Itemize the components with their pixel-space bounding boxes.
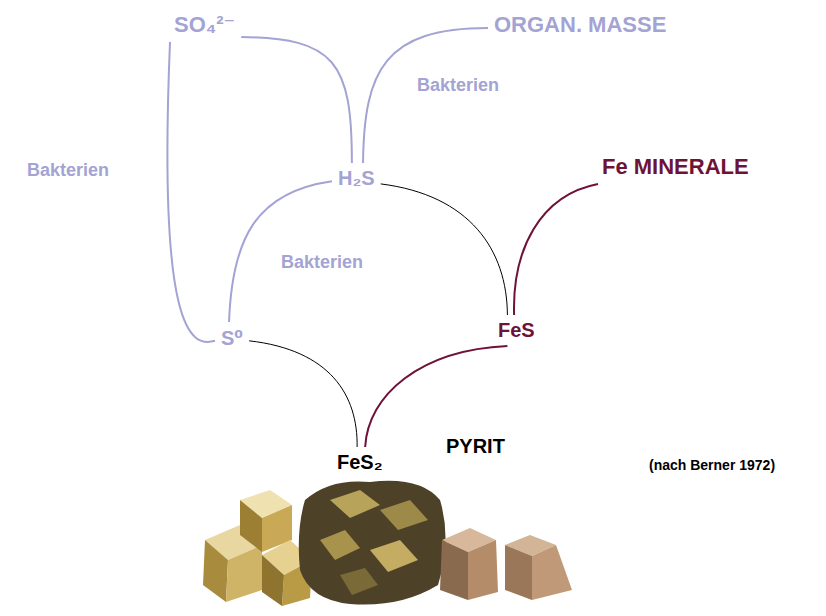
reaction-line [365,346,507,447]
compound-node: FeS₂ [333,449,387,476]
edge-label: Bakterien [278,251,366,274]
compound-node: Fe MINERALE [598,152,753,182]
reaction-line [514,184,598,315]
pyrite-face [532,545,572,600]
pyrite-cluster [299,481,446,605]
compound-label: S⁰ [221,326,243,350]
pyrite-face [370,540,418,572]
pyrite-face [203,540,228,602]
pyrite-face [240,500,262,552]
compound-node: S⁰ [217,324,247,352]
compound-label: FeS [498,319,535,342]
source-note: (nach Berner 1972) [646,456,778,474]
compound-label: SO₄²⁻ [174,12,235,38]
pyrite-face [380,500,428,530]
reaction-line [363,28,488,163]
compound-node: H₂S [334,165,379,192]
pyrite-face [340,568,378,595]
compound-label: H₂S [338,167,375,190]
pyrite-face [262,555,284,606]
compound-label: ORGAN. MASSE [494,12,666,38]
pyrite-face [505,545,532,600]
pyrite-face [226,545,262,602]
edge-label: Bakterien [414,74,502,97]
compound-node: FeS [494,317,539,344]
mineral-name: PYRIT [443,434,508,459]
reaction-line [241,37,352,163]
pyrite-face [320,530,360,560]
compound-label: Fe MINERALE [602,154,749,180]
reaction-line [229,181,332,322]
pyrite-face [440,540,468,600]
pyrite-face [330,490,380,518]
reaction-line [381,184,508,315]
reaction-line [167,42,215,342]
edge-label: Bakterien [24,159,112,182]
compound-node: ORGAN. MASSE [490,10,670,40]
pyrite-face [468,540,498,600]
reaction-line [249,341,357,447]
compound-label: FeS₂ [337,451,383,474]
compound-node: SO₄²⁻ [170,10,239,40]
